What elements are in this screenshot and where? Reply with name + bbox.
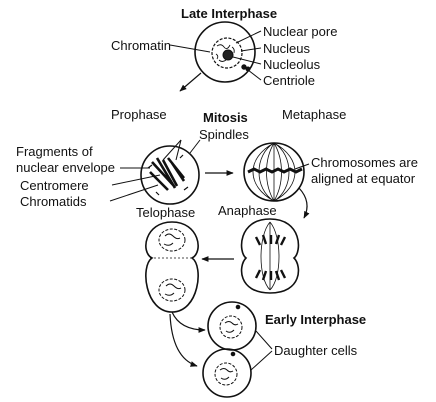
daughter-cells-leaders [250,330,273,371]
prophase-cell [140,145,200,205]
late-interphase-title: Late Interphase [181,6,278,21]
chromosomes-label-line2: aligned at equator [311,171,416,186]
prophase-label: Prophase [111,107,167,122]
fragments-label-line2: nuclear envelope [16,160,116,175]
daughter-cell-2 [202,348,252,398]
daughter-cell-1 [207,301,257,351]
anaphase-cell [240,218,300,294]
anaphase-label: Anaphase [218,203,277,218]
metaphase-leader [294,163,310,170]
arrow-to-daughter-1 [171,311,206,333]
early-interphase-label: Early Interphase [265,312,367,327]
centriole-shape [241,64,247,70]
prophase-leaders [109,139,201,202]
arrow-to-prophase [179,72,202,92]
mitosis-label: Mitosis [203,110,248,125]
arrow-to-anaphase [298,187,310,219]
nucleus-label: Nucleus [263,41,310,56]
metaphase-cell [243,142,305,202]
centromere-label: Centromere [20,178,89,193]
arrow-to-daughter-2 [169,313,198,367]
nucleolus-label: Nucleolus [263,57,321,72]
chromosomes-label-line1: Chromosomes are [311,155,418,170]
nucleolus-shape [222,49,234,61]
telophase-cell [145,221,199,313]
fragments-label-line1: Fragments of [16,144,93,159]
chromatids-label: Chromatids [20,194,87,209]
metaphase-label: Metaphase [282,107,347,122]
late-interphase-cell [194,21,256,83]
chromatin-label: Chromatin [111,38,171,53]
late-interphase-leaders [169,30,262,81]
daughter-cells-label: Daughter cells [274,343,358,358]
nucleus-shape [211,37,243,69]
spindles-label: Spindles [199,127,249,142]
telophase-label: Telophase [136,205,196,220]
centriole-label: Centriole [263,73,316,88]
nuclear-pore-label: Nuclear pore [263,24,338,39]
